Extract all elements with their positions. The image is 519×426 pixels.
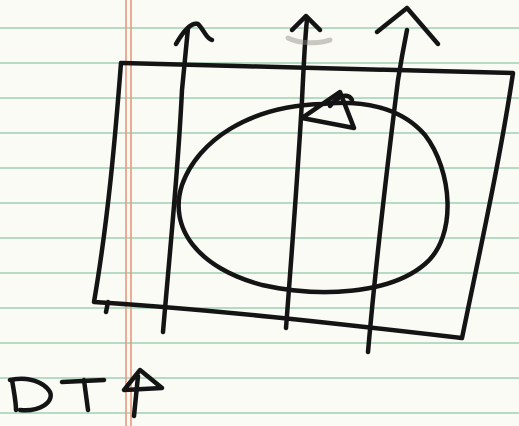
smudge <box>288 38 330 43</box>
letter-t <box>62 380 104 410</box>
dt-label <box>10 379 104 411</box>
upward-arrow-left-head <box>176 24 212 44</box>
up-arrow-icon <box>124 370 162 416</box>
upward-arrow-right <box>368 30 407 352</box>
letter-d <box>10 379 51 411</box>
ellipse-loop <box>179 103 448 292</box>
rectangle-left-tick <box>106 302 108 312</box>
